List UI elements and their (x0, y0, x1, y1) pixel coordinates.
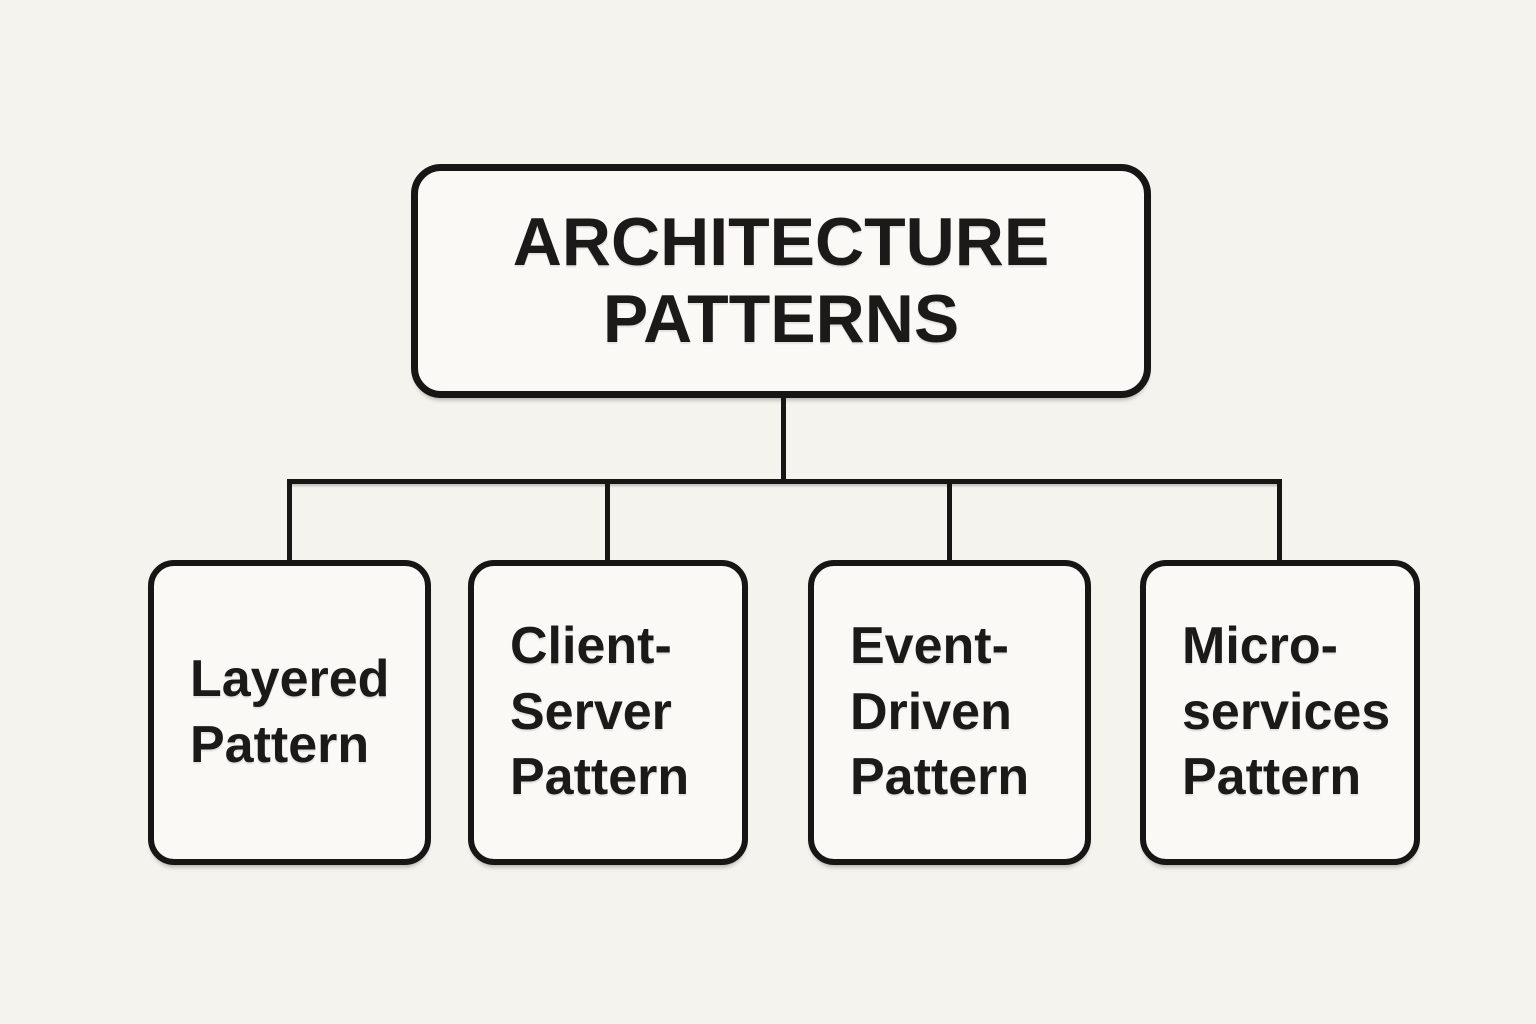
child-node-client-server-pattern: Client- Server Pattern (468, 560, 748, 865)
child-node-event-driven-pattern: Event- Driven Pattern (808, 560, 1091, 865)
root-node-label: ARCHITECTURE PATTERNS (512, 204, 1050, 357)
connector-drop-layered (287, 479, 292, 565)
child-node-label: Event- Driven Pattern (850, 617, 1030, 807)
root-node-architecture-patterns: ARCHITECTURE PATTERNS (411, 164, 1151, 398)
connector-horizontal-bus (287, 479, 1282, 484)
connector-root-stem (781, 396, 786, 484)
child-node-layered-pattern: Layered Pattern (148, 560, 431, 865)
child-node-microservices-pattern: Micro- services Pattern (1140, 560, 1420, 865)
connector-drop-microservices (1277, 479, 1282, 565)
connector-drop-client-server (605, 479, 610, 565)
child-node-label: Micro- services Pattern (1182, 617, 1391, 807)
child-node-label: Layered Pattern (190, 649, 390, 774)
child-node-label: Client- Server Pattern (510, 617, 690, 807)
connector-drop-event-driven (947, 479, 952, 565)
